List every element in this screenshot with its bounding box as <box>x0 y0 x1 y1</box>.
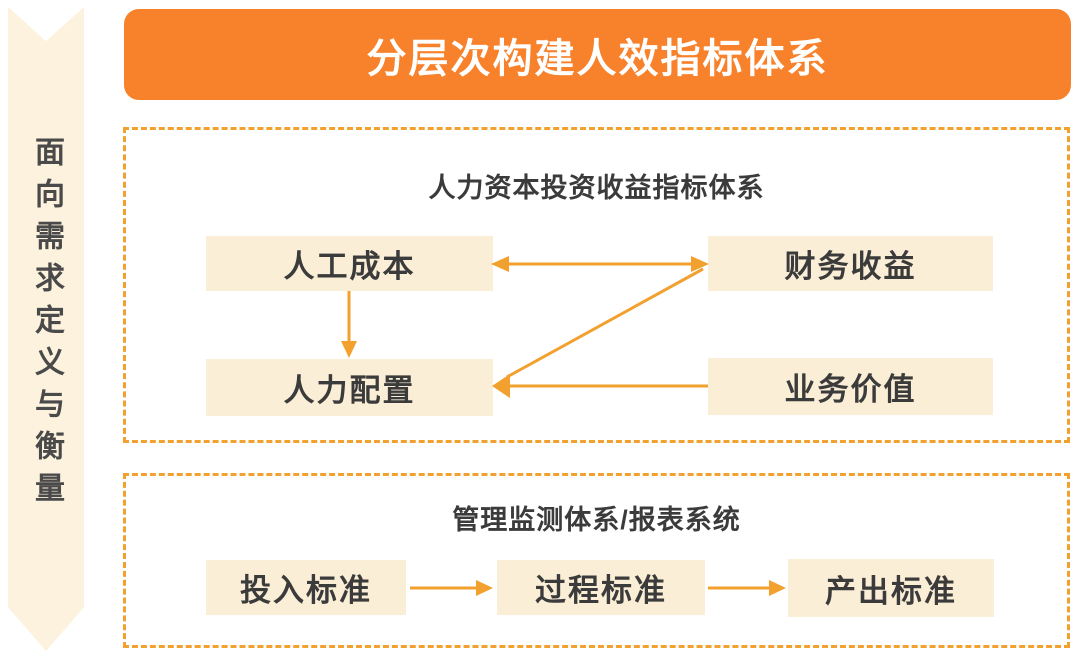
page-title: 分层次构建人效指标体系 <box>366 36 829 81</box>
arrow-labor-finance-bidirectional <box>491 256 709 272</box>
section-2-title: 管理监测体系/报表系统 <box>452 505 741 535</box>
arrow-input-to-process <box>410 580 493 596</box>
left-ribbon: 面向需求定义与衡量 <box>8 7 84 651</box>
node-business-value: 业务价值 <box>708 358 993 415</box>
arrow-value-to-staff <box>492 374 708 398</box>
arrow-labor-to-staff <box>341 291 357 358</box>
section-roi-indicators: 人力资本投资收益指标体系 人工成本 财务收益 人力配置 业务价值 <box>123 127 1070 443</box>
node-financial-return: 财务收益 <box>708 236 993 291</box>
node-process-standard: 过程标准 <box>497 560 705 615</box>
section-1-title: 人力资本投资收益指标体系 <box>428 173 765 203</box>
arrow-finance-to-staff <box>506 267 704 379</box>
section-monitoring-system: 管理监测体系/报表系统 投入标准 过程标准 产出标准 <box>123 473 1070 648</box>
node-staff-allocation: 人力配置 <box>206 359 493 416</box>
node-output-standard: 产出标准 <box>788 559 994 617</box>
node-labor-cost: 人工成本 <box>206 236 493 291</box>
ribbon-label: 面向需求定义与衡量 <box>30 136 63 514</box>
arrow-process-to-output <box>708 580 786 596</box>
node-input-standard: 投入标准 <box>206 560 406 615</box>
title-banner: 分层次构建人效指标体系 <box>124 9 1071 100</box>
